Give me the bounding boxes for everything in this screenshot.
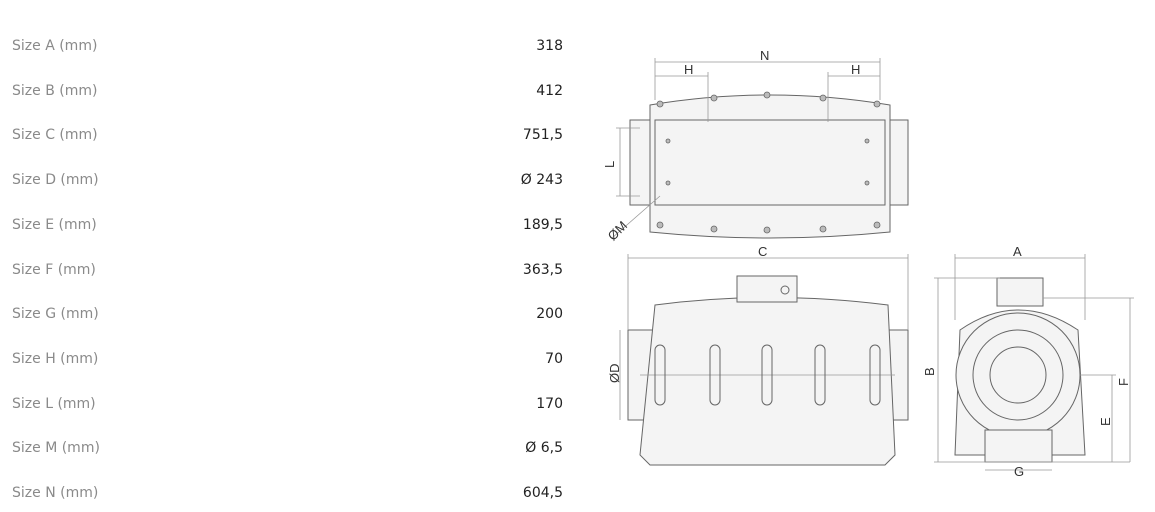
- spec-label: Size D (mm): [12, 172, 99, 189]
- spec-row: Size N (mm) 604,5: [12, 483, 563, 503]
- spec-value: Ø 243: [520, 172, 563, 189]
- dim-c-label: C: [758, 244, 767, 259]
- spec-row: Size E (mm) 189,5: [12, 215, 563, 235]
- spec-value: 70: [545, 350, 563, 367]
- spec-value: 200: [536, 306, 563, 323]
- spec-label: Size L (mm): [12, 395, 96, 412]
- spec-label: Size M (mm): [12, 440, 100, 457]
- spec-row: Size G (mm) 200: [12, 304, 563, 324]
- spec-value: 412: [536, 82, 563, 99]
- dim-h-right-label: H: [851, 62, 860, 77]
- top-view: N H H L ØM: [602, 48, 909, 243]
- dim-n-label: N: [760, 48, 769, 63]
- spec-row: Size D (mm) Ø 243: [12, 170, 563, 190]
- dim-a-label: A: [1013, 244, 1022, 259]
- spec-label: Size F (mm): [12, 261, 96, 278]
- front-view: C ØD: [607, 244, 909, 466]
- spec-label: Size A (mm): [12, 38, 98, 54]
- spec-row: Size A (mm) 318: [12, 36, 563, 56]
- spec-label: Size B (mm): [12, 82, 98, 99]
- side-view: A B F E G: [922, 244, 1134, 479]
- spec-label: Size N (mm): [12, 485, 99, 501]
- spec-label: Size G (mm): [12, 306, 99, 323]
- spec-value: 363,5: [522, 261, 563, 278]
- dim-h-left-label: H: [684, 62, 693, 77]
- spec-row: Size M (mm) Ø 6,5: [12, 438, 563, 458]
- spec-value: Ø 6,5: [525, 440, 563, 457]
- spec-row: Size H (mm) 70: [12, 349, 563, 369]
- dim-e-label: E: [1098, 417, 1113, 426]
- spec-value: 318: [536, 38, 563, 54]
- spec-label: Size E (mm): [12, 216, 97, 233]
- spec-label: Size H (mm): [12, 350, 99, 367]
- dim-g-label: G: [1014, 464, 1024, 479]
- spec-value: 604,5: [522, 485, 563, 501]
- spec-value: 170: [536, 395, 563, 412]
- dim-d-label: ØD: [607, 364, 622, 384]
- spec-label: Size C (mm): [12, 127, 98, 144]
- dim-m-label: ØM: [605, 218, 630, 243]
- dim-b-label: B: [922, 367, 937, 376]
- dim-l-label: L: [602, 161, 617, 168]
- spec-value: 751,5: [522, 127, 563, 144]
- spec-row: Size L (mm) 170: [12, 394, 563, 414]
- spec-row: Size C (mm) 751,5: [12, 125, 563, 145]
- spec-value: 189,5: [522, 216, 563, 233]
- spec-row: Size F (mm) 363,5: [12, 260, 563, 280]
- spec-row: Size B (mm) 412: [12, 81, 563, 101]
- dim-f-label: F: [1116, 378, 1131, 386]
